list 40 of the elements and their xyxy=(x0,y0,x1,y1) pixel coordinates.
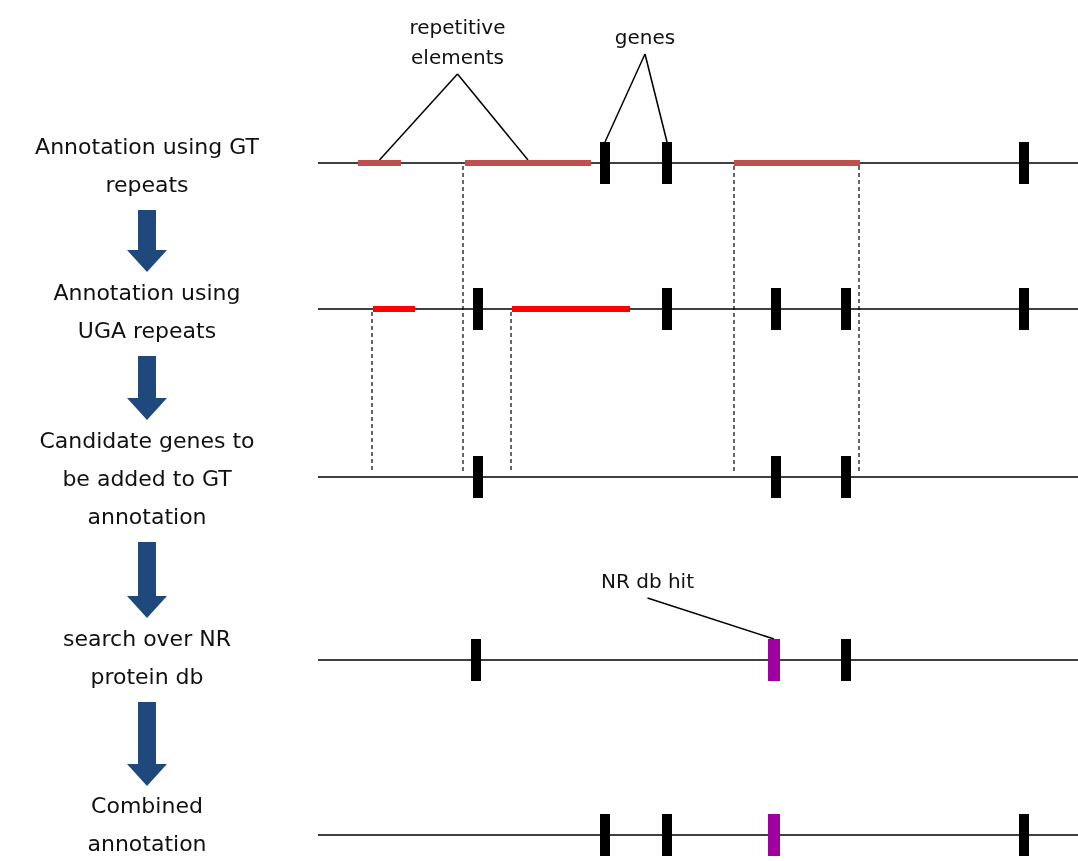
repeat-bar xyxy=(512,306,630,312)
step-label: Annotation using GT repeats xyxy=(32,128,262,204)
gene-bar xyxy=(662,814,672,856)
block-arrow xyxy=(127,542,167,618)
callout-label: NR db hit xyxy=(580,566,715,598)
leader-line xyxy=(378,73,459,161)
step-label: search over NR protein db xyxy=(32,620,262,696)
gene-bar xyxy=(1019,814,1029,856)
callout-label: repetitive elements xyxy=(380,12,535,74)
gene-bar xyxy=(841,639,851,681)
gene-bar xyxy=(841,288,851,330)
repeat-bar xyxy=(465,160,591,166)
gene-bar xyxy=(600,142,610,184)
leader-line xyxy=(646,597,775,640)
gene-bar xyxy=(662,142,672,184)
step-label: Candidate genes to be added to GT annotation xyxy=(32,422,262,536)
leader-line xyxy=(604,53,646,143)
gene-bar xyxy=(471,639,481,681)
gene-bar xyxy=(473,288,483,330)
gene-bar xyxy=(1019,142,1029,184)
block-arrow xyxy=(127,356,167,420)
gene-bar xyxy=(771,288,781,330)
repeat-bar xyxy=(373,306,415,312)
gene-bar xyxy=(662,288,672,330)
repeat-bar xyxy=(734,160,860,166)
step-label: Annotation using UGA repeats xyxy=(32,274,262,350)
hit-bar xyxy=(768,814,780,856)
block-arrow xyxy=(127,702,167,786)
hit-bar xyxy=(768,639,780,681)
leader-line xyxy=(644,53,668,143)
gene-bar xyxy=(841,456,851,498)
block-arrow xyxy=(127,210,167,272)
gene-bar xyxy=(600,814,610,856)
callout-label: genes xyxy=(600,22,690,54)
step-label: Combined annotation xyxy=(32,788,262,861)
gene-bar xyxy=(771,456,781,498)
gene-bar xyxy=(473,456,483,498)
leader-line xyxy=(456,73,529,161)
gene-bar xyxy=(1019,288,1029,330)
repeat-bar xyxy=(358,160,401,166)
